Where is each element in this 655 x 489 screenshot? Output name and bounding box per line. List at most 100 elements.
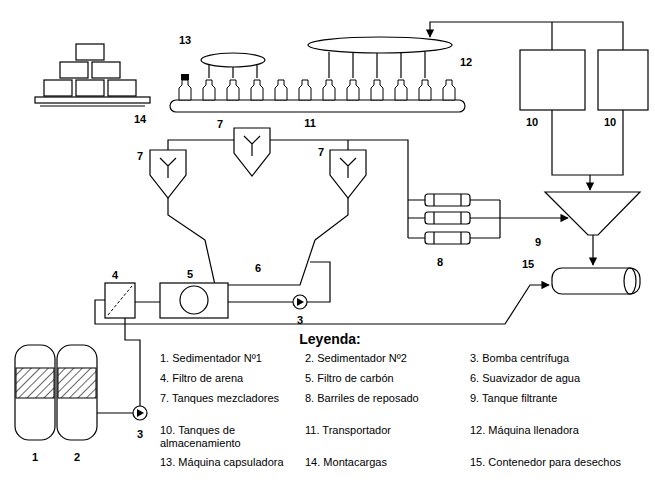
bottle xyxy=(179,80,191,100)
legend-entry: 3. Bomba centrífuga xyxy=(470,352,648,365)
conveyor-belt xyxy=(170,100,465,112)
filler-nozzle xyxy=(400,53,401,78)
bottle xyxy=(251,80,263,100)
callout-number: 13 xyxy=(179,35,191,46)
drain-pipe xyxy=(592,235,593,265)
capper-head xyxy=(208,65,209,78)
sand-filter xyxy=(105,283,135,318)
callout-number: 1 xyxy=(32,452,38,463)
capper-head xyxy=(256,65,257,78)
waste-pipe xyxy=(95,285,549,324)
cap-dispenser xyxy=(181,74,189,80)
box xyxy=(92,62,120,78)
mixer-blade xyxy=(340,158,356,178)
callout-number: 7 xyxy=(318,147,324,158)
mixer-tank xyxy=(330,150,366,198)
legend-heading: Leyenda: xyxy=(299,332,360,346)
bottle xyxy=(227,80,239,100)
sediment-tank xyxy=(57,345,97,440)
bottle xyxy=(323,80,335,100)
callout-number: 4 xyxy=(112,270,118,281)
bottle xyxy=(299,80,311,100)
pump-mark xyxy=(137,409,144,417)
legend-entry: 9. Tanque filtrante xyxy=(470,392,648,405)
box xyxy=(60,62,88,78)
bottles xyxy=(179,80,455,100)
legend-entry: 8. Barriles de reposado xyxy=(305,392,460,405)
carbon-filter xyxy=(160,283,228,318)
mixer-tank xyxy=(234,128,270,176)
barrel-out-pipe xyxy=(470,200,568,238)
supply-pipe xyxy=(430,22,623,50)
callout-number: 7 xyxy=(217,119,223,130)
bottle xyxy=(275,80,287,100)
legend-entry: 7. Tanques mezcladores xyxy=(160,392,298,405)
filler-nozzle xyxy=(328,52,329,78)
capper-head xyxy=(232,67,233,78)
legend-entry: 12. Máquina llenadora xyxy=(470,424,648,437)
mixer-blade xyxy=(244,136,260,156)
legend-entry: 11. Transportador xyxy=(305,424,460,437)
callout-number: 7 xyxy=(137,151,143,162)
box xyxy=(76,44,104,60)
centrifugal-pump xyxy=(293,295,307,309)
callout-number: 14 xyxy=(134,114,146,125)
barrel xyxy=(425,212,470,224)
callout-number: 6 xyxy=(255,263,261,274)
callout-number: 9 xyxy=(535,237,541,248)
waste-container xyxy=(552,268,640,294)
storage-pipe xyxy=(552,110,623,190)
box xyxy=(108,80,136,96)
legend-entry: 15. Contenedor para desechos xyxy=(470,456,648,469)
filler-nozzle xyxy=(352,53,353,78)
box xyxy=(76,80,104,96)
bottle xyxy=(371,80,383,100)
bottle xyxy=(203,80,215,100)
platform-base xyxy=(40,105,145,106)
filter-tank xyxy=(545,192,640,235)
callout-number: 3 xyxy=(137,429,143,440)
mixer-blade xyxy=(160,158,176,178)
filler-nozzle xyxy=(376,53,377,78)
sediment-tank xyxy=(15,345,55,440)
forklift xyxy=(35,44,150,106)
legend-entry: 1. Sedimentador Nº1 xyxy=(160,352,298,365)
storage-tank xyxy=(520,50,585,110)
storage-tank xyxy=(598,50,648,110)
sediment-layer xyxy=(16,368,54,398)
softener-tank xyxy=(205,240,315,285)
callout-number: 2 xyxy=(74,452,80,463)
pump-mark xyxy=(297,298,304,306)
barrel xyxy=(425,232,470,244)
callout-number: 10 xyxy=(526,117,538,128)
feed-pipe xyxy=(97,318,140,413)
sediment-layer xyxy=(58,368,96,398)
callout-number: 8 xyxy=(437,257,443,268)
carbon-bed xyxy=(180,286,208,314)
bottle xyxy=(395,80,407,100)
centrifugal-pump xyxy=(133,406,147,420)
callout-number: 5 xyxy=(187,269,193,280)
callout-number: 11 xyxy=(304,118,316,129)
legend-entry: 14. Montacargas xyxy=(305,456,460,469)
legend-entry: 13. Máquina capsuladora xyxy=(160,456,298,469)
legend-entry: 4. Filtro de arena xyxy=(160,372,298,385)
softener-pipe xyxy=(168,198,348,240)
callout-number: 3 xyxy=(297,315,303,326)
mixer-tank xyxy=(150,150,186,198)
barrel-hoops xyxy=(434,194,461,244)
barrel-feed-pipe xyxy=(270,140,425,238)
filter-media xyxy=(108,286,132,315)
filler-nozzle xyxy=(424,51,425,78)
bottle xyxy=(443,80,455,100)
barrel xyxy=(425,194,470,206)
legend-entry: 2. Sedimentador Nº2 xyxy=(305,352,460,365)
legend-entry: 10. Tanques de almacenamiento xyxy=(160,424,298,450)
capper-ring xyxy=(201,53,265,67)
legend-entry: 6. Suavizador de agua xyxy=(470,372,648,385)
callout-number: 12 xyxy=(460,57,472,68)
container-end xyxy=(624,268,636,294)
bottle xyxy=(347,80,359,100)
callout-number: 15 xyxy=(522,259,534,270)
